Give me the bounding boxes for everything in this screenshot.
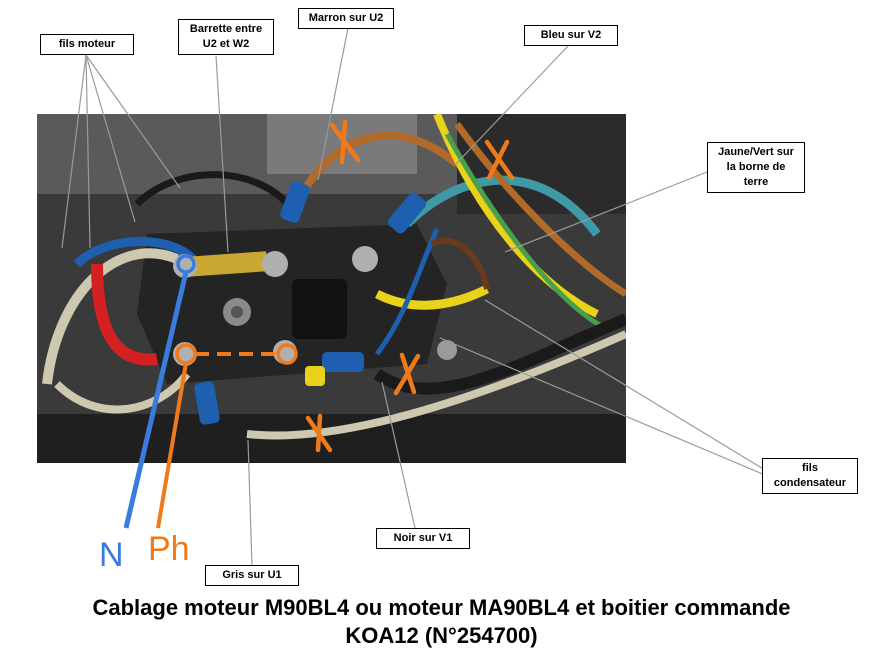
leader-jaune bbox=[504, 169, 713, 253]
leader-fils-moteur-2 bbox=[85, 54, 91, 249]
caption-line-1: Cablage moteur M90BL4 ou moteur MA90BL4 … bbox=[92, 595, 791, 620]
leader-cond-1 bbox=[484, 299, 766, 471]
neutral-connection bbox=[123, 254, 196, 529]
phase-marker: Ph bbox=[148, 530, 190, 568]
leader-barrette bbox=[215, 55, 229, 253]
label-noir: Noir sur V1 bbox=[376, 528, 470, 549]
label-marron: Marron sur U2 bbox=[298, 8, 394, 29]
cross-mark-brown bbox=[329, 119, 361, 165]
label-gris: Gris sur U1 bbox=[205, 565, 299, 586]
leader-fils-moteur-4 bbox=[85, 54, 181, 189]
leader-marron bbox=[317, 27, 349, 181]
neutral-marker: N bbox=[99, 536, 124, 574]
leader-cond-2 bbox=[439, 337, 766, 476]
label-bleu: Bleu sur V2 bbox=[524, 25, 618, 46]
label-fils-condensateur: fils condensateur bbox=[762, 458, 858, 494]
leader-fils-moteur-1 bbox=[61, 54, 87, 249]
cross-mark-bluegreen bbox=[484, 139, 515, 181]
label-jaune-vert: Jaune/Vert sur la borne de terre bbox=[707, 142, 805, 193]
leader-bleu bbox=[454, 45, 569, 166]
cross-mark-grey bbox=[305, 413, 333, 453]
label-barrette: Barrette entre U2 et W2 bbox=[178, 19, 274, 55]
figure-caption: Cablage moteur M90BL4 ou moteur MA90BL4 … bbox=[0, 594, 883, 650]
leader-gris bbox=[247, 439, 253, 567]
leader-noir bbox=[381, 381, 416, 529]
leader-fils-moteur-3 bbox=[85, 54, 136, 223]
caption-line-2: KOA12 (N°254700) bbox=[345, 623, 538, 648]
cross-mark-black bbox=[393, 352, 421, 396]
label-fils-moteur: fils moteur bbox=[40, 34, 134, 55]
terminal-box-photo bbox=[37, 114, 626, 463]
phase-connection bbox=[156, 343, 298, 529]
